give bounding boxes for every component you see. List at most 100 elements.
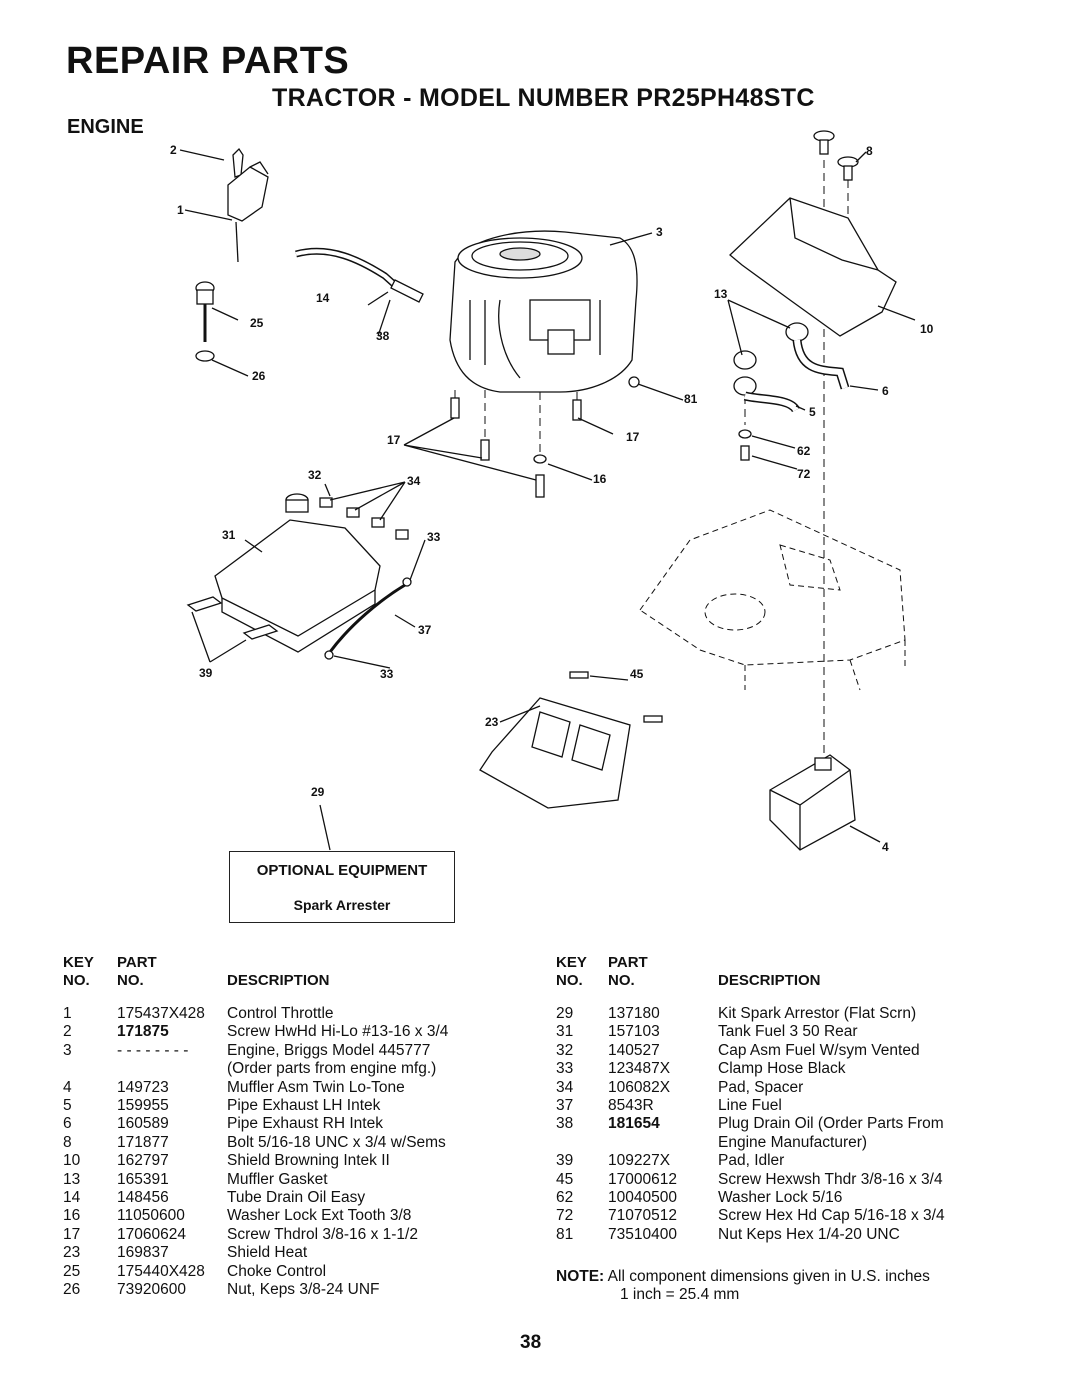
key-number: 34 [556,1078,574,1096]
key-number: 10 [63,1152,81,1170]
part-description: Muffler Gasket [227,1170,328,1188]
key-number: 62 [556,1189,574,1207]
key-number: 1 [63,1005,72,1022]
key-number: 25 [63,1262,81,1280]
table-row: 6 160589 Pipe Exhaust RH Intek [63,1115,448,1133]
part-description: Washer Lock 5/16 [718,1189,843,1207]
callout: 34 [407,474,421,488]
part-number: 17060624 [117,1225,186,1243]
part-number: 171875 [117,1023,169,1041]
part-number: 10040500 [608,1189,677,1207]
part-description: Washer Lock Ext Tooth 3/8 [227,1207,412,1225]
part-description: Screw HwHd Hi-Lo #13-16 x 3/4 [227,1023,449,1041]
throttle-screw-shape [232,147,244,178]
section-title: ENGINE [67,116,144,138]
table-row: 17 17060624 Screw Thdrol 3/8-16 x 1-1/2 [63,1226,448,1244]
part-number: 175437X428 [117,1005,205,1022]
col-header-part: PART [117,954,157,971]
callout: 26 [252,369,266,383]
part-number: 17000612 [608,1170,677,1188]
part-number: 171877 [117,1133,169,1151]
callout: 45 [630,667,644,681]
part-description: Tube Drain Oil Easy [227,1189,366,1207]
key-number: 81 [556,1225,574,1243]
key-number: 37 [556,1097,574,1115]
page-number: 38 [520,1332,542,1353]
part-number: 162797 [117,1152,169,1170]
col-header-part-no: NO. [608,972,635,989]
key-number: 39 [556,1152,574,1170]
key-number: 45 [556,1170,574,1188]
part-number: 73920600 [117,1281,186,1299]
part-number: 149723 [117,1078,169,1096]
optional-equipment-box: OPTIONAL EQUIPMENT Spark Arrester [229,851,455,923]
key-number: 16 [63,1207,81,1225]
col-header-key: KEY [556,954,587,971]
part-number: 137180 [608,1005,660,1022]
part-description: Shield Browning Intek II [227,1152,390,1170]
callout: 3 [656,225,663,239]
part-description: Shield Heat [227,1244,308,1262]
key-number: 14 [63,1189,81,1207]
part-description: (Order parts from engine mfg.) [227,1060,437,1078]
part-number: - - - - - - - - [117,1041,189,1059]
part-number: 8543R [608,1097,654,1115]
part-number: 175440X428 [117,1262,205,1280]
col-header-part: PART [608,954,648,971]
part-description: Pipe Exhaust RH Intek [227,1115,383,1133]
part-description: Muffler Asm Twin Lo-Tone [227,1078,405,1096]
table-row: 5 159955 Pipe Exhaust LH Intek [63,1097,448,1115]
callout: 23 [485,715,499,729]
callout: 32 [308,468,322,482]
part-number: 159955 [117,1097,169,1115]
table-row: 3- - - - - - - -Engine, Briggs Model 445… [63,1042,448,1060]
part-number: 160589 [117,1115,169,1133]
col-header-key-no: NO. [556,972,583,989]
table-row: 13 165391 Muffler Gasket [63,1171,448,1189]
throttle-control-shape [227,166,269,222]
part-number: 165391 [117,1170,169,1188]
key-number: 17 [63,1225,81,1243]
col-header-description: DESCRIPTION [227,972,330,989]
part-description: Kit Spark Arrestor (Flat Scrn) [718,1005,917,1022]
part-description: Screw Hexwsh Thdr 3/8-16 x 3/4 [718,1170,943,1188]
key-number: 13 [63,1170,81,1188]
callout: 37 [418,623,432,637]
part-number: 148456 [117,1189,169,1207]
table-row: 45 17000612 Screw Hexwsh Thdr 3/8-16 x 3/4 [556,1171,945,1189]
part-description: Line Fuel [718,1097,782,1115]
fuel-tank-shape [214,519,381,637]
callout: 25 [250,316,264,330]
key-number: 4 [63,1078,72,1096]
col-header-description: DESCRIPTION [718,972,821,989]
part-description: Plug Drain Oil (Order Parts From [718,1115,944,1133]
part-description: Screw Thdrol 3/8-16 x 1-1/2 [227,1225,418,1243]
key-number: 6 [63,1115,72,1133]
table-row: 14 148456 Tube Drain Oil Easy [63,1189,448,1207]
part-number: 169837 [117,1244,169,1262]
dimensions-note: NOTE: All component dimensions given in … [556,1268,930,1304]
part-number: 123487X [608,1060,671,1078]
callout: 5 [809,405,816,419]
key-number: 5 [63,1097,72,1115]
callout: 8 [866,144,873,158]
shield-shape [729,197,897,337]
table-row: 4 149723 Muffler Asm Twin Lo-Tone [63,1079,448,1097]
callout: 17 [387,433,401,447]
callout: 2 [170,143,177,157]
key-number: 2 [63,1023,72,1041]
part-description: Pad, Idler [718,1152,785,1170]
part-description: Tank Fuel 3 50 Rear [718,1023,858,1041]
table-row: 37 8543R Line Fuel [556,1097,945,1115]
part-description: Pipe Exhaust LH Intek [227,1097,381,1115]
key-number: 26 [63,1281,81,1299]
key-number: 38 [556,1115,574,1133]
table-row: (Order parts from engine mfg.) [63,1060,448,1078]
